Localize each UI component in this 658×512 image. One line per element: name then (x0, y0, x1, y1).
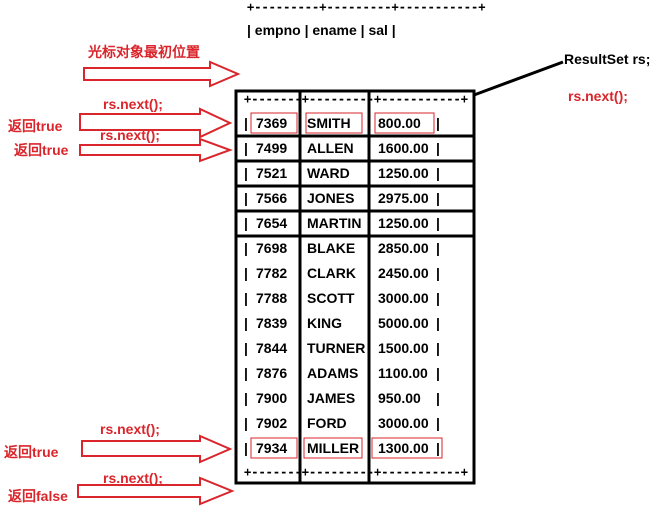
cell-empno: 7788 (256, 290, 288, 306)
row-right-pipe: | (436, 365, 440, 381)
row-right-pipe: | (436, 140, 440, 156)
cell-sal: 800.00 (378, 115, 421, 131)
cell-empno: 7844 (256, 340, 288, 356)
cell-empno: 7369 (256, 115, 288, 131)
cell-ename: TURNER (307, 340, 366, 356)
row-left-pipe: | (244, 440, 248, 456)
cell-empno: 7782 (256, 265, 288, 281)
cell-empno: 7698 (256, 240, 288, 256)
cell-ename: BLAKE (307, 240, 356, 256)
cell-ename: FORD (307, 415, 347, 431)
row-left-pipe: | (244, 390, 248, 406)
rs-next-arrow-3 (81, 434, 233, 464)
cell-empno: 7499 (256, 140, 288, 156)
row-right-pipe: | (436, 215, 440, 231)
highlight-box (305, 112, 363, 134)
cell-sal: 1250.00 (378, 165, 429, 181)
row-left-pipe: | (244, 215, 248, 231)
row-left-pipe: | (244, 415, 248, 431)
rs-next-label-3: rs.next(); (100, 421, 160, 437)
cell-sal: 2450.00 (378, 265, 429, 281)
row-left-pipe: | (244, 365, 248, 381)
header-top-border: +---------+---------+-----------+ (247, 0, 486, 14)
highlight-box (371, 437, 443, 459)
cell-empno: 7566 (256, 190, 288, 206)
rs-next-arrow-1 (79, 107, 233, 139)
highlight-box (374, 112, 435, 134)
cell-ename: MARTIN (307, 215, 362, 231)
row-left-pipe: | (244, 165, 248, 181)
row-right-pipe: | (436, 115, 440, 131)
cell-sal: 3000.00 (378, 415, 429, 431)
cell-empno: 7839 (256, 315, 288, 331)
row-right-pipe: | (436, 390, 440, 406)
resultset-label: ResultSet rs; (564, 51, 651, 67)
row-right-pipe: | (436, 290, 440, 306)
cell-empno: 7521 (256, 165, 288, 181)
cell-ename: JONES (307, 190, 355, 206)
cell-sal: 2975.00 (378, 190, 429, 206)
row-left-pipe: | (244, 315, 248, 331)
row-right-pipe: | (436, 240, 440, 256)
cell-sal: 1100.00 (378, 365, 428, 381)
cell-ename: KING (307, 315, 342, 331)
row-right-pipe: | (436, 340, 440, 356)
cell-ename: JAMES (307, 390, 356, 406)
row-left-pipe: | (244, 290, 248, 306)
rs-next-label-4: rs.next(); (103, 470, 163, 486)
cell-empno: 7900 (256, 390, 288, 406)
return-true-label-2: 返回true (14, 142, 69, 158)
highlight-box (250, 112, 298, 134)
row-right-pipe: | (436, 315, 440, 331)
column-header-line: | empno | ename | sal | (247, 22, 396, 38)
row-left-pipe: | (244, 115, 248, 131)
row-right-pipe: | (436, 415, 440, 431)
cell-ename: ALLEN (307, 140, 354, 156)
cell-ename: WARD (307, 165, 350, 181)
return-true-label-1: 返回true (8, 118, 63, 134)
cell-ename: SCOTT (307, 290, 355, 306)
row-right-pipe: | (436, 265, 440, 281)
cell-sal: 3000.00 (378, 290, 429, 306)
cell-ename: ADAMS (307, 365, 359, 381)
cell-ename: SMITH (307, 115, 351, 131)
cell-sal: 1250.00 (378, 215, 429, 231)
cell-sal: 5000.00 (378, 315, 429, 331)
row-left-pipe: | (244, 265, 248, 281)
cell-sal: 1600.00 (378, 140, 429, 156)
highlight-box (303, 437, 363, 459)
cell-sal: 1500.00 (378, 340, 429, 356)
resultset-pointer-line (473, 60, 564, 97)
rs-next-label-1: rs.next(); (103, 96, 163, 112)
cell-empno: 7934 (256, 440, 288, 456)
table-frame (234, 89, 476, 485)
row-right-pipe: | (436, 190, 440, 206)
cell-sal: 2850.00 (378, 240, 429, 256)
cursor-initial-arrow (83, 60, 241, 88)
row-right-pipe: | (436, 440, 440, 456)
highlight-box (250, 437, 298, 459)
return-true-label-3: 返回true (4, 444, 59, 460)
cell-empno: 7654 (256, 215, 288, 231)
return-false-label: 返回false (8, 488, 68, 504)
cursor-initial-label: 光标对象最初位置 (88, 44, 200, 60)
row-left-pipe: | (244, 340, 248, 356)
cell-ename: CLARK (307, 265, 356, 281)
cell-ename: MILLER (307, 440, 360, 456)
cell-empno: 7876 (256, 365, 288, 381)
cell-empno: 7902 (256, 415, 288, 431)
cell-sal: 950.00 (378, 390, 421, 406)
rs-next-right-label: rs.next(); (568, 88, 628, 104)
row-left-pipe: | (244, 140, 248, 156)
row-right-pipe: | (436, 165, 440, 181)
row-left-pipe: | (244, 240, 248, 256)
cell-sal: 1300.00 (378, 440, 429, 456)
rs-next-arrow-2 (79, 137, 233, 163)
rs-next-arrow-4 (77, 476, 235, 506)
row-left-pipe: | (244, 190, 248, 206)
